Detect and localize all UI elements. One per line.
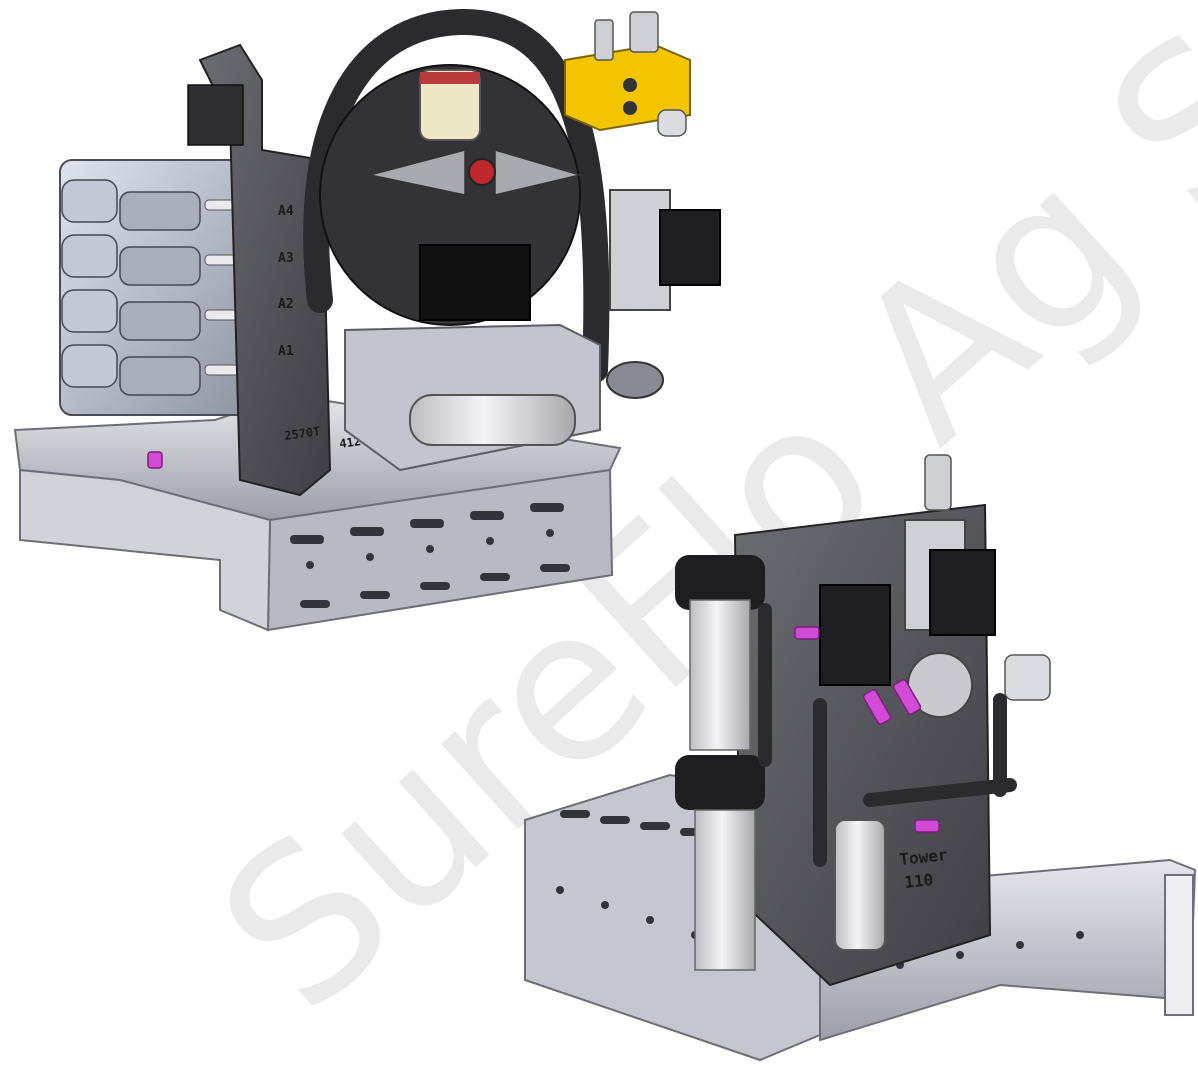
assembly-a-tray-slots [290, 503, 570, 608]
assembly-b-filter-housings [675, 555, 765, 971]
stamp-tower: Tower [898, 845, 948, 869]
tray-hole [1076, 931, 1084, 939]
assembly-a-brass-manifold [564, 11, 721, 399]
tray-slot [530, 503, 564, 512]
valve-head [61, 344, 118, 388]
tray-slot [560, 810, 590, 818]
valve-body [119, 301, 201, 341]
tray-slot [600, 816, 630, 824]
tray-hole [306, 561, 314, 569]
assembly-a-pump-stand [344, 323, 601, 472]
tray-hole [556, 886, 564, 894]
tray-slot [470, 511, 504, 520]
assembly-a-label-plate: A4 A3 A2 A1 2570T 4124 [187, 43, 369, 497]
valve-head [61, 179, 118, 223]
tray-slot [480, 573, 510, 581]
valve-body [119, 191, 201, 231]
tray-hole [646, 916, 654, 924]
tray-hole [956, 951, 964, 959]
tray-slot [420, 582, 450, 590]
tray-hole [426, 545, 434, 553]
panel-label-a2: A2 [278, 297, 294, 312]
assembly-a-valve-bank [59, 159, 276, 416]
panel-label-a3: A3 [278, 251, 294, 266]
tray-slot [640, 822, 670, 830]
valve-body [119, 356, 201, 396]
assembly-b-hoses [758, 603, 1017, 867]
stamp-110: 110 [903, 870, 934, 892]
tray-slot [540, 564, 570, 572]
tray-hole [546, 529, 554, 537]
panel-label-a4: A4 [278, 204, 294, 219]
tray-hole [486, 537, 494, 545]
assembly-a-connector [147, 451, 163, 469]
tray-slot [350, 527, 384, 536]
assembly-b-flow-meter [904, 454, 1051, 718]
assembly-b-control-box [819, 584, 891, 686]
tray-hole [601, 901, 609, 909]
assembly-a-diaphragm-pump [303, 8, 610, 383]
tray-hole [1016, 941, 1024, 949]
assembly-b: Tower 110 [524, 454, 1197, 1062]
valve-head [61, 234, 118, 278]
assembly-b-water-trap [834, 819, 886, 951]
tray-slot [290, 535, 324, 544]
stamp-2570t: 2570T [283, 424, 321, 443]
valve-head [61, 289, 118, 333]
panel-label-a1: A1 [278, 344, 294, 359]
valve-body [119, 246, 201, 286]
tray-slot [410, 519, 444, 528]
tray-slot [360, 591, 390, 599]
assembly-b-tray-slots [556, 810, 1084, 969]
tray-hole [366, 553, 374, 561]
assembly-a: A4 A3 A2 A1 2570T 4124 [13, 8, 721, 632]
tray-slot [300, 600, 330, 608]
assembly-b-connectors [794, 626, 940, 833]
